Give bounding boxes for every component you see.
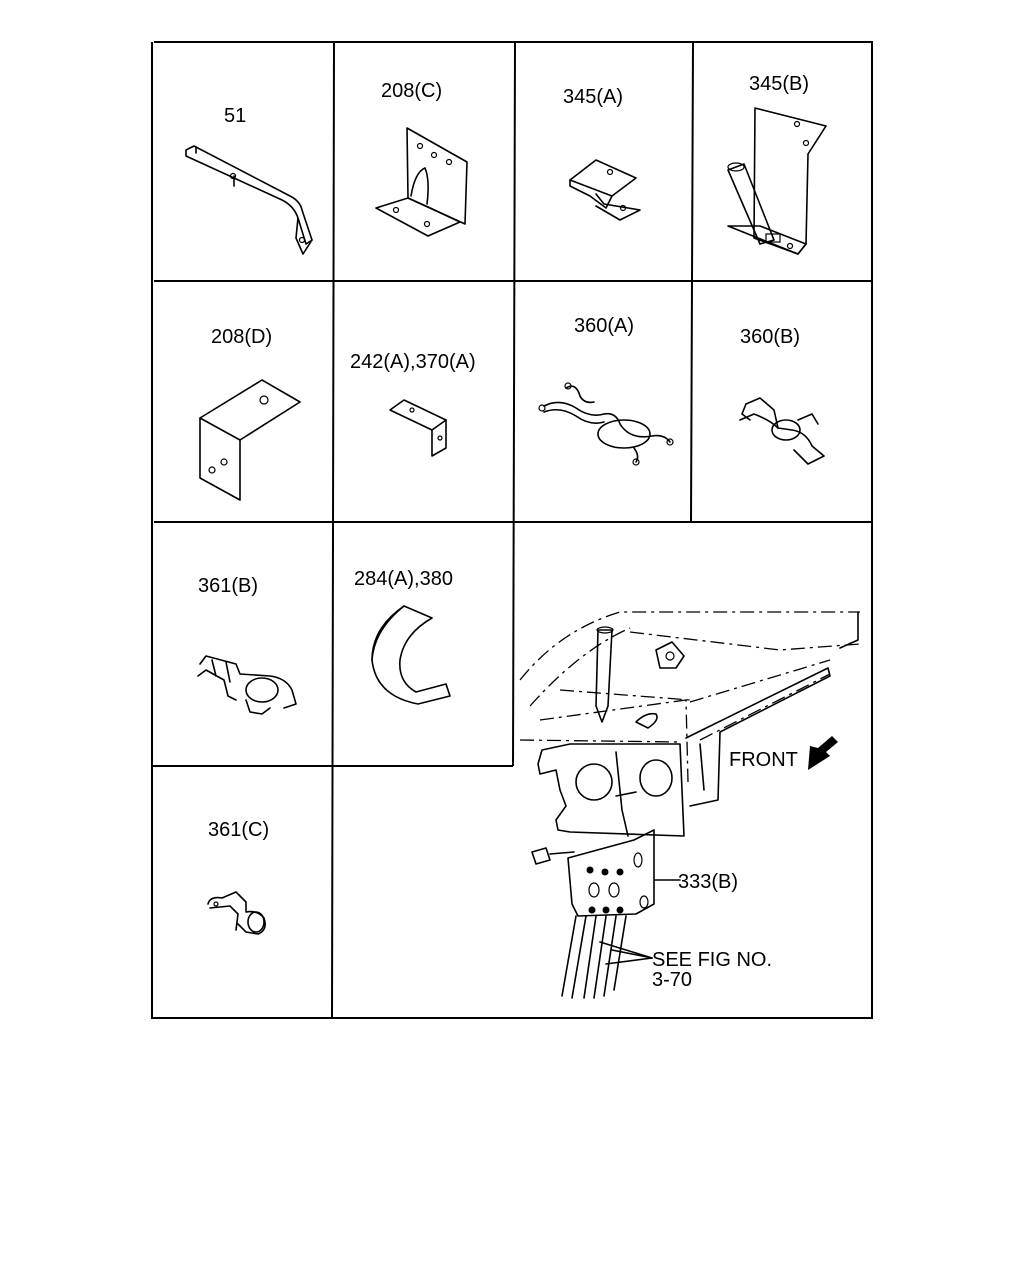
part-label-208d: 208(D) <box>211 326 272 348</box>
part-label-208c: 208(C) <box>381 80 442 102</box>
bracket-51-drawing <box>185 145 313 255</box>
front-label: FRONT <box>729 749 798 771</box>
bracket-208d-drawing <box>199 379 301 501</box>
part-label-361c: 361(C) <box>208 819 269 841</box>
part-label-345a: 345(A) <box>563 86 623 108</box>
bracket-333b-label: 333(B) <box>678 871 738 893</box>
part-label-51: 51 <box>224 105 246 127</box>
part-label-345b: 345(B) <box>749 73 809 95</box>
clip-361b-drawing <box>197 655 297 715</box>
bracket-208c-drawing <box>375 127 468 237</box>
bracket-345b-drawing <box>727 107 827 255</box>
part-label-284a-380: 284(A),380 <box>354 568 453 590</box>
assembly-view-drawing <box>519 611 861 999</box>
bracket-242a-drawing <box>389 399 447 457</box>
part-label-361b: 361(B) <box>198 575 258 597</box>
part-label-360b: 360(B) <box>740 326 800 348</box>
see-fig-label-line1: SEE FIG NO. <box>652 949 772 971</box>
grid-frame <box>151 41 873 1019</box>
band-284a-drawing <box>371 605 451 705</box>
see-fig-label-line2: 3-70 <box>652 969 692 991</box>
clip-360a-drawing <box>538 382 674 466</box>
bracket-345a-drawing <box>569 159 641 221</box>
clip-361c-drawing <box>207 891 266 935</box>
clip-360b-drawing <box>739 397 825 465</box>
part-label-360a: 360(A) <box>574 315 634 337</box>
part-label-242a-370a: 242(A),370(A) <box>350 351 476 373</box>
